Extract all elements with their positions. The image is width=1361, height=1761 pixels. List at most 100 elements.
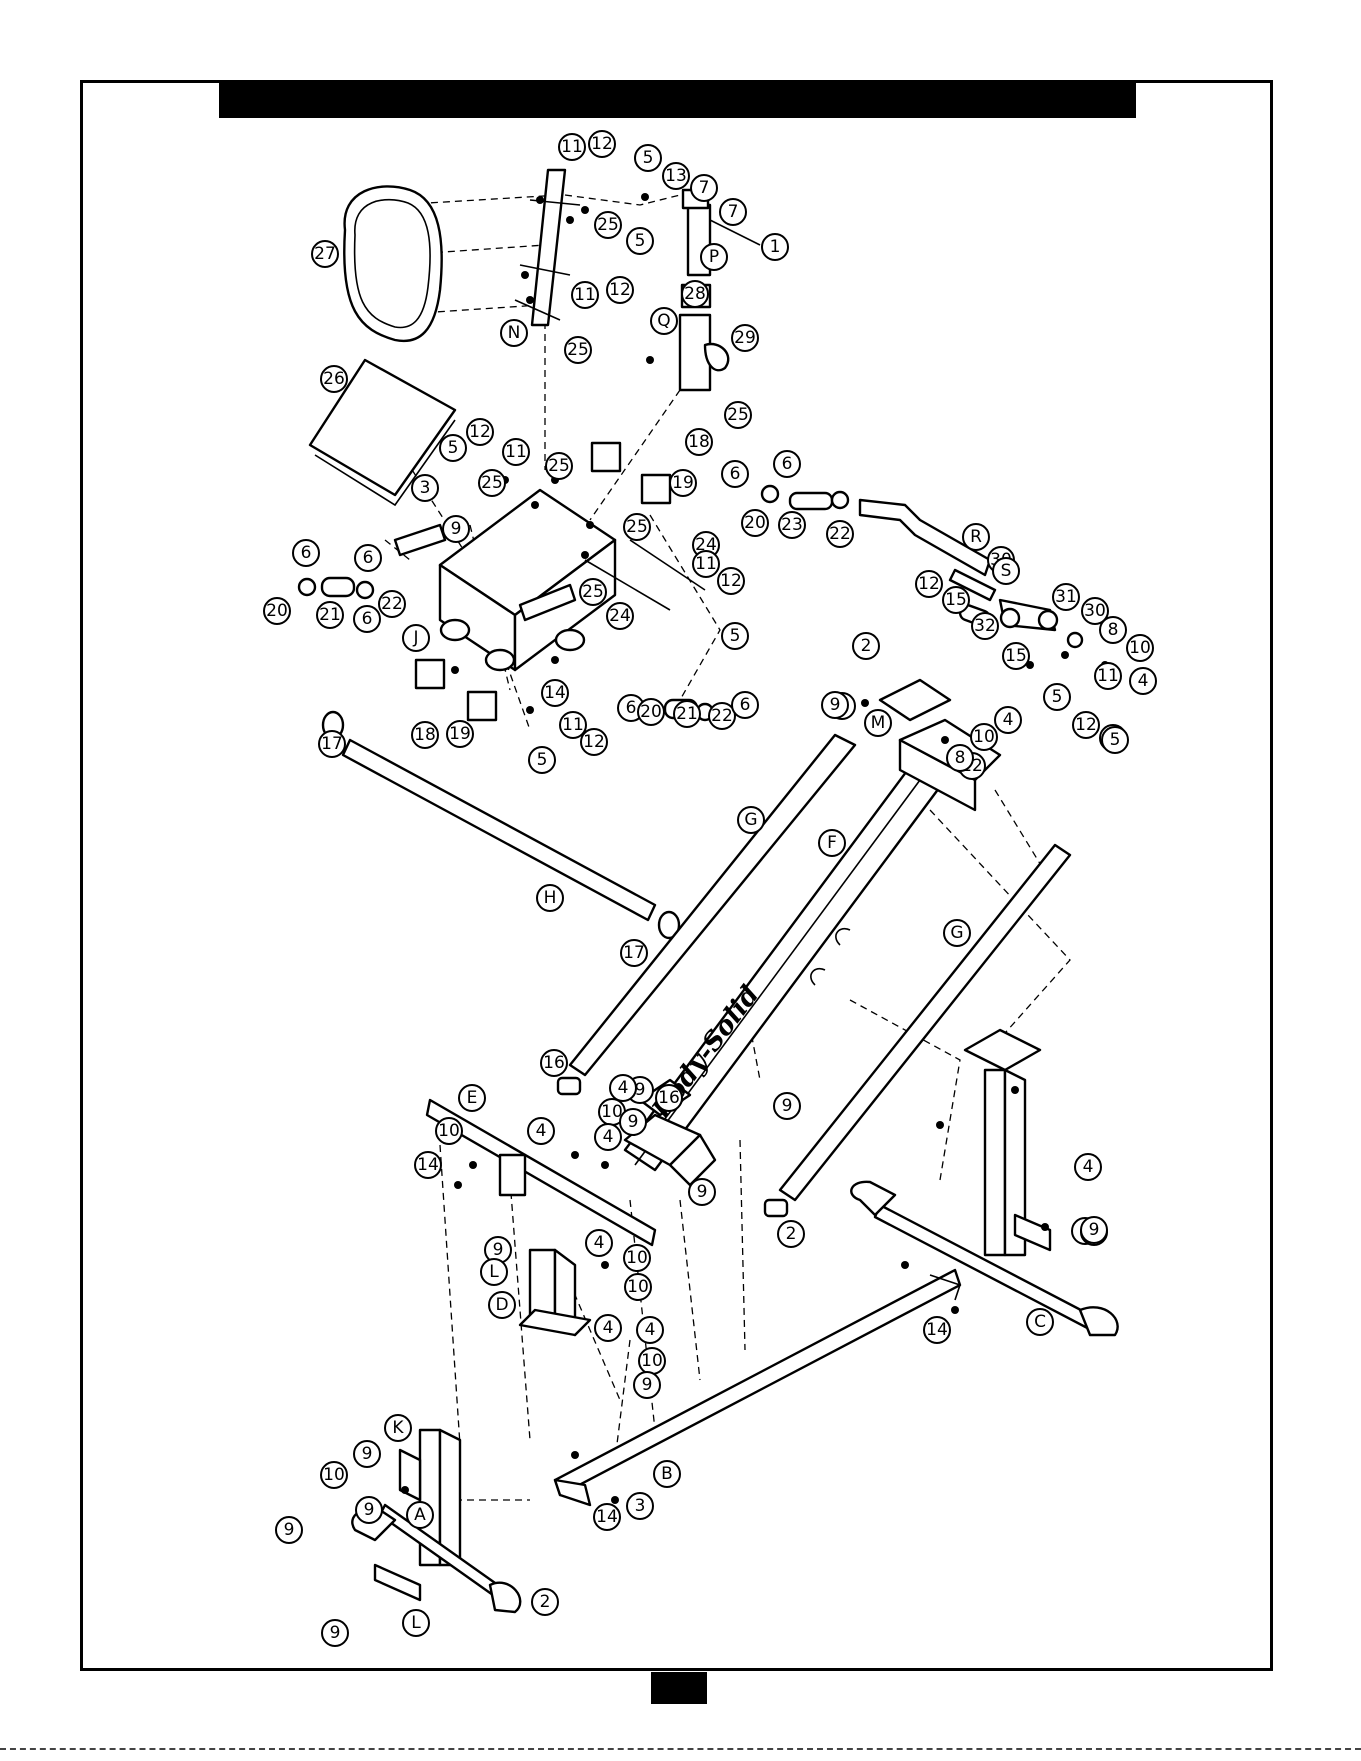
callout-circle [488,1291,516,1319]
callout-4: 4 [636,1316,664,1344]
long-bar [321,710,681,940]
callout-label: 13 [665,166,687,186]
callout-circle [650,307,678,335]
callout-label: 9 [284,1520,295,1540]
callout-12: 12 [580,728,608,756]
callout-circle [619,1108,647,1136]
callout-label: 6 [730,464,741,484]
rear-stand [850,1028,1119,1337]
callout-6: 6 [353,605,381,633]
callout-25: 25 [579,578,607,606]
base-beam [553,1268,962,1507]
callout-circle [1129,667,1157,695]
callout-20: 20 [741,509,769,537]
callout-F: F [818,829,846,857]
callout-label: F [827,833,837,853]
callout-label: 19 [672,473,694,493]
callout-label: 11 [695,554,717,574]
callout-circle [355,1496,383,1524]
bottom-rule [0,1748,1361,1750]
callout-circle [540,1049,568,1077]
callout-label: 12 [720,571,742,591]
callout-circle [624,1273,652,1301]
callout-label: 22 [829,524,851,544]
callout-11: 11 [692,550,720,578]
callout-5: 5 [528,746,556,774]
callout-label: 9 [362,1444,373,1464]
callout-M: M [864,709,892,737]
callout-label: K [392,1418,404,1438]
callout-circle [818,829,846,857]
callout-circle [719,198,747,226]
callout-circle [669,469,697,497]
callout-label: R [970,527,982,547]
callout-12: 12 [915,570,943,598]
callout-label: N [508,323,521,343]
callout-label: 11 [574,285,596,305]
callout-circle [594,211,622,239]
callout-circle [1081,597,1109,625]
callout-circle [446,720,474,748]
callout-H: H [536,884,564,912]
callout-7: 7 [719,198,747,226]
callout-circle [864,709,892,737]
callout-circle [545,452,573,480]
callout-label: M [871,713,886,733]
callout-circle [571,281,599,309]
callout-label: 22 [381,594,403,614]
callout-label: 25 [481,473,503,493]
callout-9: 9 [275,1516,303,1544]
callout-11: 11 [1094,662,1122,690]
callout-4: 4 [594,1123,622,1151]
callout-label: 10 [641,1351,663,1371]
callout-5: 5 [626,227,654,255]
callout-4: 4 [1074,1153,1102,1181]
callout-label: 26 [323,369,345,389]
callout-12: 12 [717,567,745,595]
callout-label: 10 [973,727,995,747]
callout-label: 6 [301,543,312,563]
center-stand [518,1248,592,1337]
callout-circle [580,728,608,756]
callout-label: 12 [469,422,491,442]
callout-label: 4 [645,1320,656,1340]
callout-circle [962,523,990,551]
callout-G: G [737,806,765,834]
callout-label: 5 [1052,687,1063,707]
callout-label: 9 [1089,1220,1100,1240]
callout-circle [606,602,634,630]
callout-label: 27 [314,244,336,264]
callout-circle [321,1619,349,1647]
callout-14: 14 [593,1503,621,1531]
callout-circle [923,1316,951,1344]
callout-label: 9 [830,695,841,715]
callout-label: 9 [642,1375,653,1395]
callout-circle [681,280,709,308]
callout-K: K [384,1414,412,1442]
callout-label: 8 [1108,620,1119,640]
callout-13: 13 [662,162,690,190]
callout-circle [717,567,745,595]
callout-circle [1080,1216,1108,1244]
callout-11: 11 [558,133,586,161]
callout-circle [620,939,648,967]
callout-14: 14 [414,1151,442,1179]
callout-circle [585,1229,613,1257]
callout-7: 7 [690,174,718,202]
callout-label: 25 [597,215,619,235]
callout-label: J [412,628,418,648]
callout-label: 15 [945,590,967,610]
callout-R: R [962,523,990,551]
callout-label: 11 [1097,666,1119,686]
callout-circle [655,1084,683,1112]
callout-circle [1074,1153,1102,1181]
callout-circle [852,632,880,660]
callout-31: 31 [1052,583,1080,611]
callout-label: 5 [643,148,654,168]
callout-25: 25 [594,211,622,239]
callout-label: 3 [420,478,431,498]
callout-circle [402,1609,430,1637]
callout-circle [406,1501,434,1529]
callout-6: 6 [354,544,382,572]
callout-circle [354,544,382,572]
